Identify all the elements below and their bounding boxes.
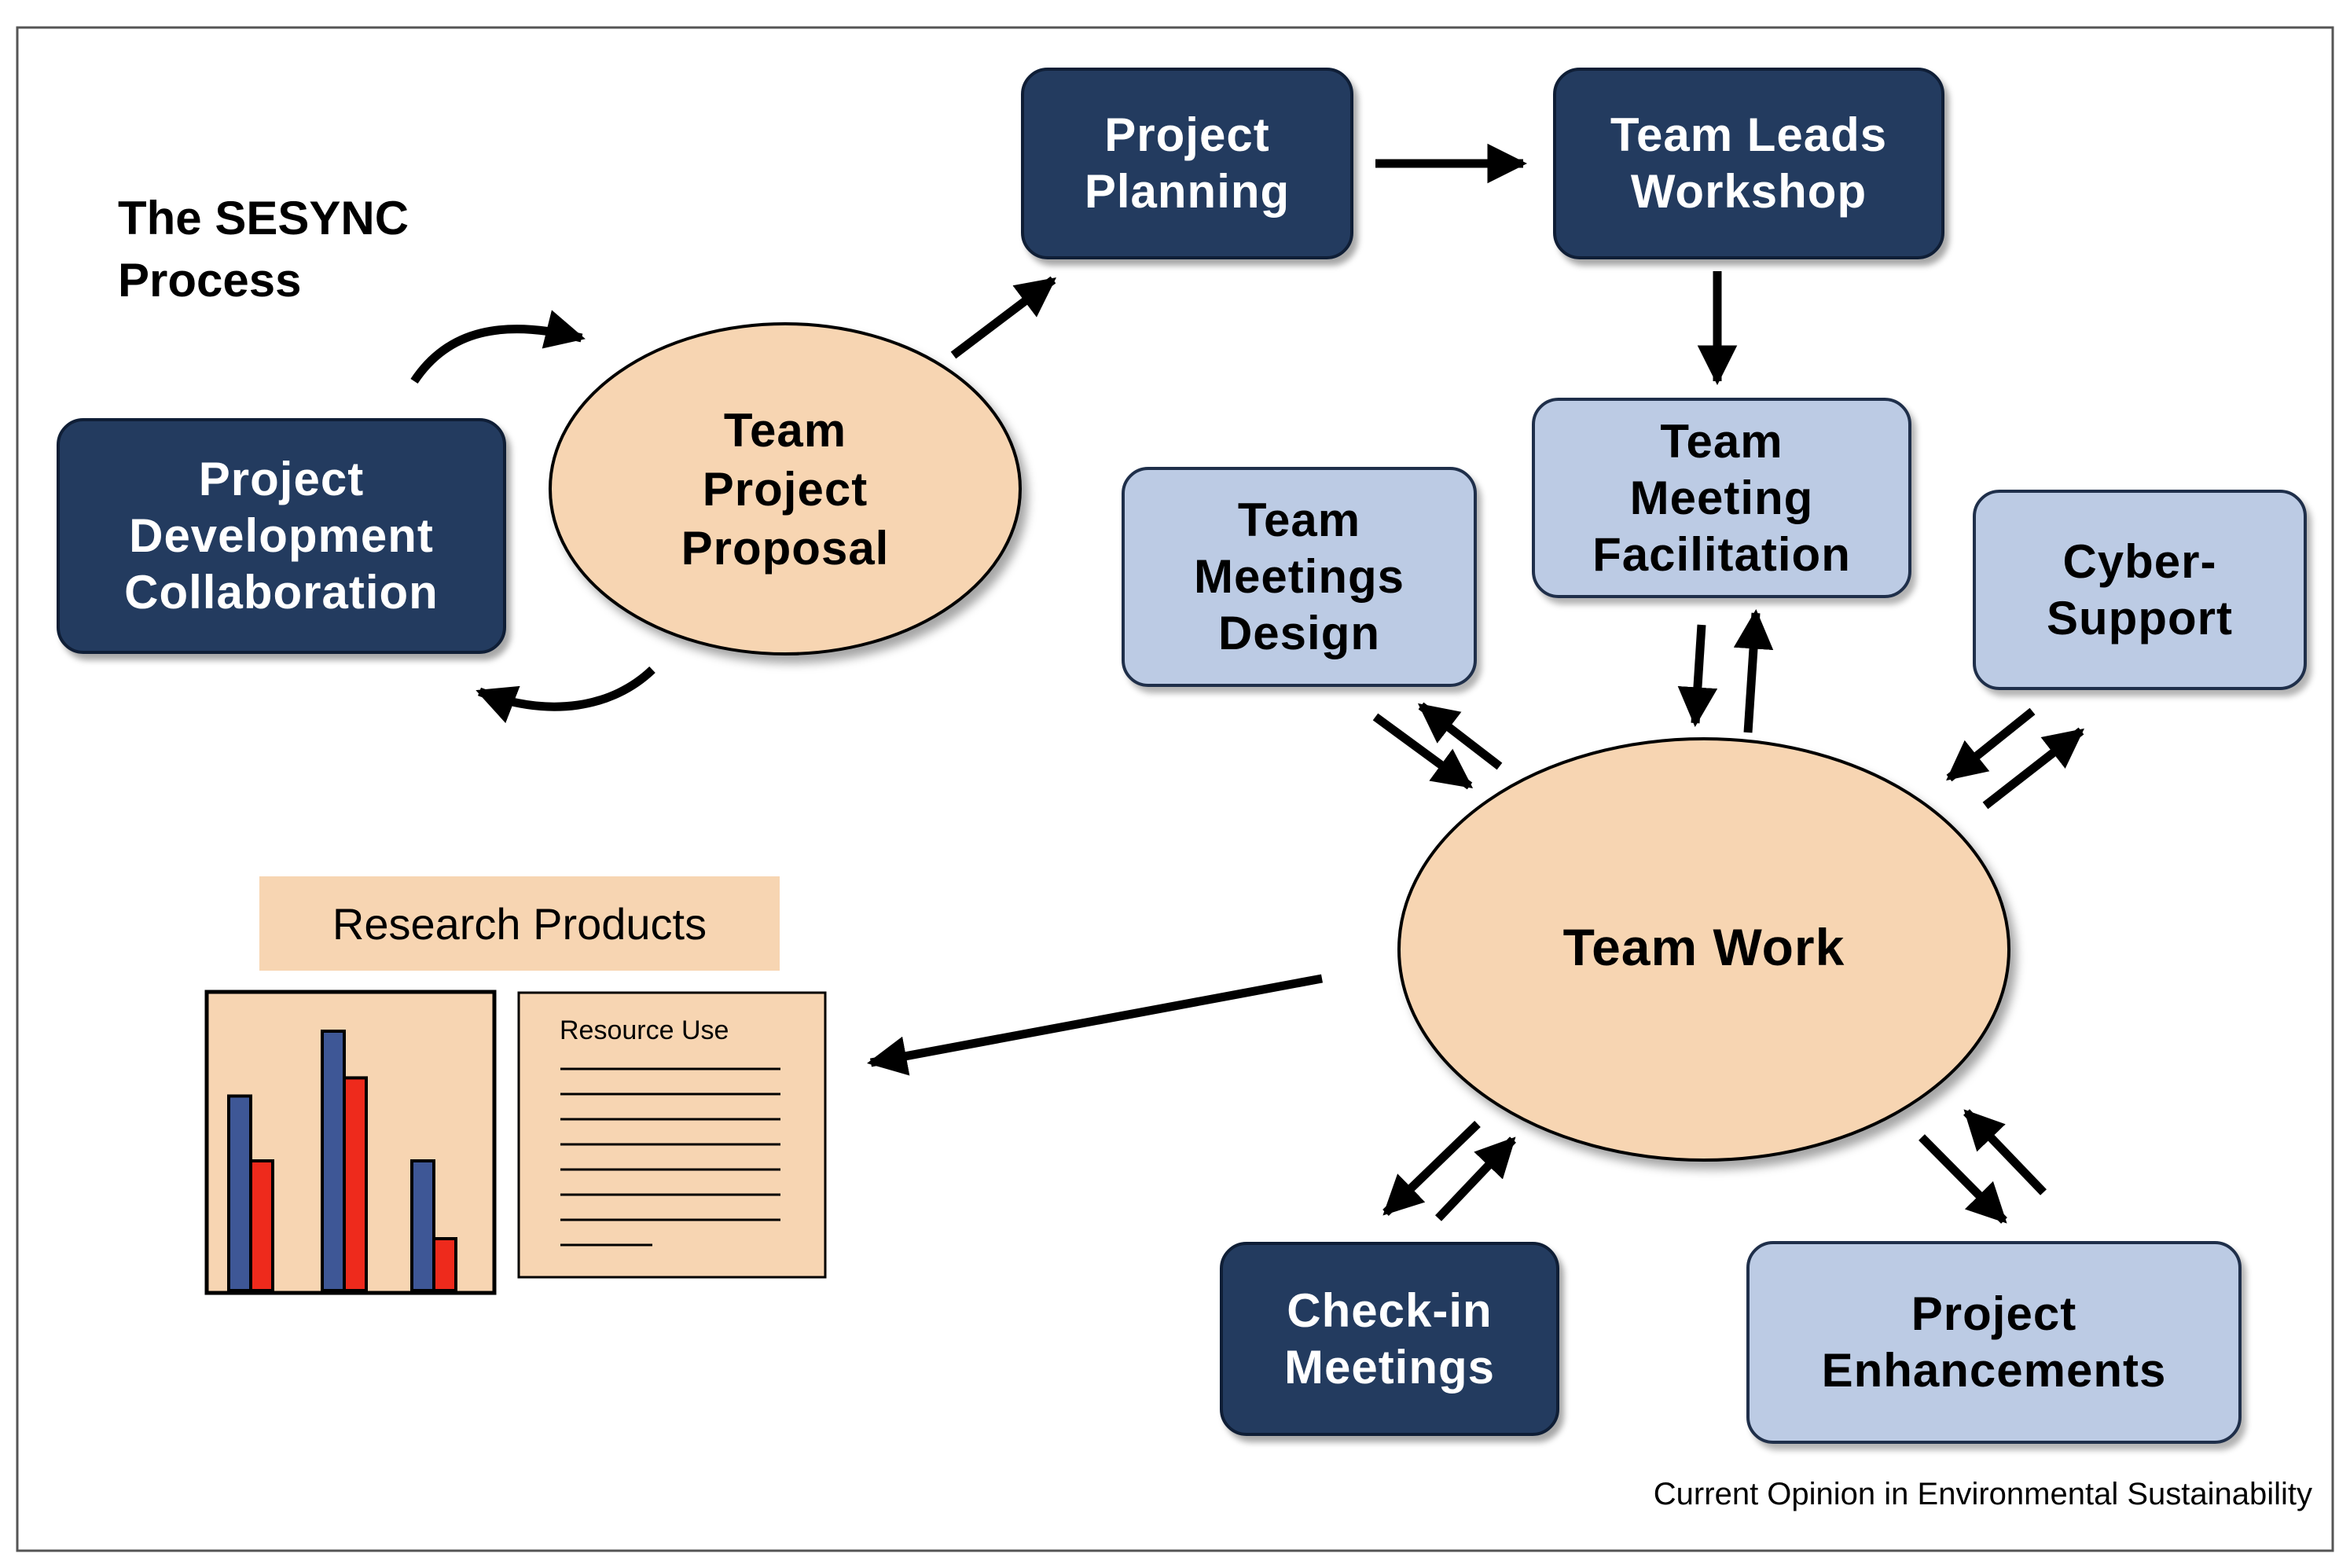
diagram-title: The SESYNC Process [118,192,409,307]
red-bar [343,1076,368,1293]
team-project-proposal-label: Team Project Proposal [681,403,890,575]
team-leads-workshop-box: Team Leads Workshop [1553,68,1944,259]
team-work-label: Team Work [1562,917,1845,976]
project-enhancements-box: Project Enhancements [1746,1241,2242,1444]
team-meetings-design-box: Team Meetings Design [1122,467,1477,687]
arrow-teamwork-to-products [867,974,1324,1076]
research-products-label-background [259,876,780,971]
arrow-design-to-teamwork [1372,713,1474,790]
check-in-meetings-box: Check-in Meetings [1220,1242,1559,1436]
arrow-collaboration-to-proposal [410,310,586,384]
red-bar [432,1237,457,1292]
project-planning-box: Project Planning [1021,68,1353,259]
cyber-support-box: Cyber- Support [1973,490,2307,690]
red-bar [249,1159,274,1292]
arrow-teamwork-to-checkin [1382,1121,1481,1216]
arrow-teamwork-to-cyber [1982,727,2084,810]
arrow-teamwork-to-design [1417,702,1503,770]
arrow-teamwork-to-facilitation [1733,608,1774,733]
blue-bar [227,1094,252,1292]
team-project-proposal-ellipse [549,322,1022,655]
arrow-enhancements-to-teamwork [1963,1109,2047,1195]
document-text-lines [560,1067,780,1247]
arrow-facilitation-to-teamwork [1677,624,1718,728]
research-products-label: Research Products [332,898,707,949]
document-title: Resource Use [560,1015,729,1045]
arrow-teamwork-to-enhancements [1919,1134,2007,1224]
arrow-proposal-to-collaboration [476,666,655,724]
arrow-proposal-to-planning [950,276,1057,359]
arrow-cyber-to-teamwork [1946,707,2036,782]
blue-bar [321,1030,346,1292]
frame-border [16,26,2334,1552]
bar-chart-bars [227,1030,457,1293]
team-work-ellipse [1397,737,2010,1162]
source-credit: Current Opinion in Environmental Sustain… [1653,1477,2312,1511]
team-meeting-facilitation-box: Team Meeting Facilitation [1532,398,1911,598]
arrow-checkin-to-teamwork [1435,1137,1516,1221]
document-icon [517,991,827,1279]
blue-bar [410,1159,435,1292]
project-development-collaboration-box: Project Development Collaboration [57,418,506,654]
